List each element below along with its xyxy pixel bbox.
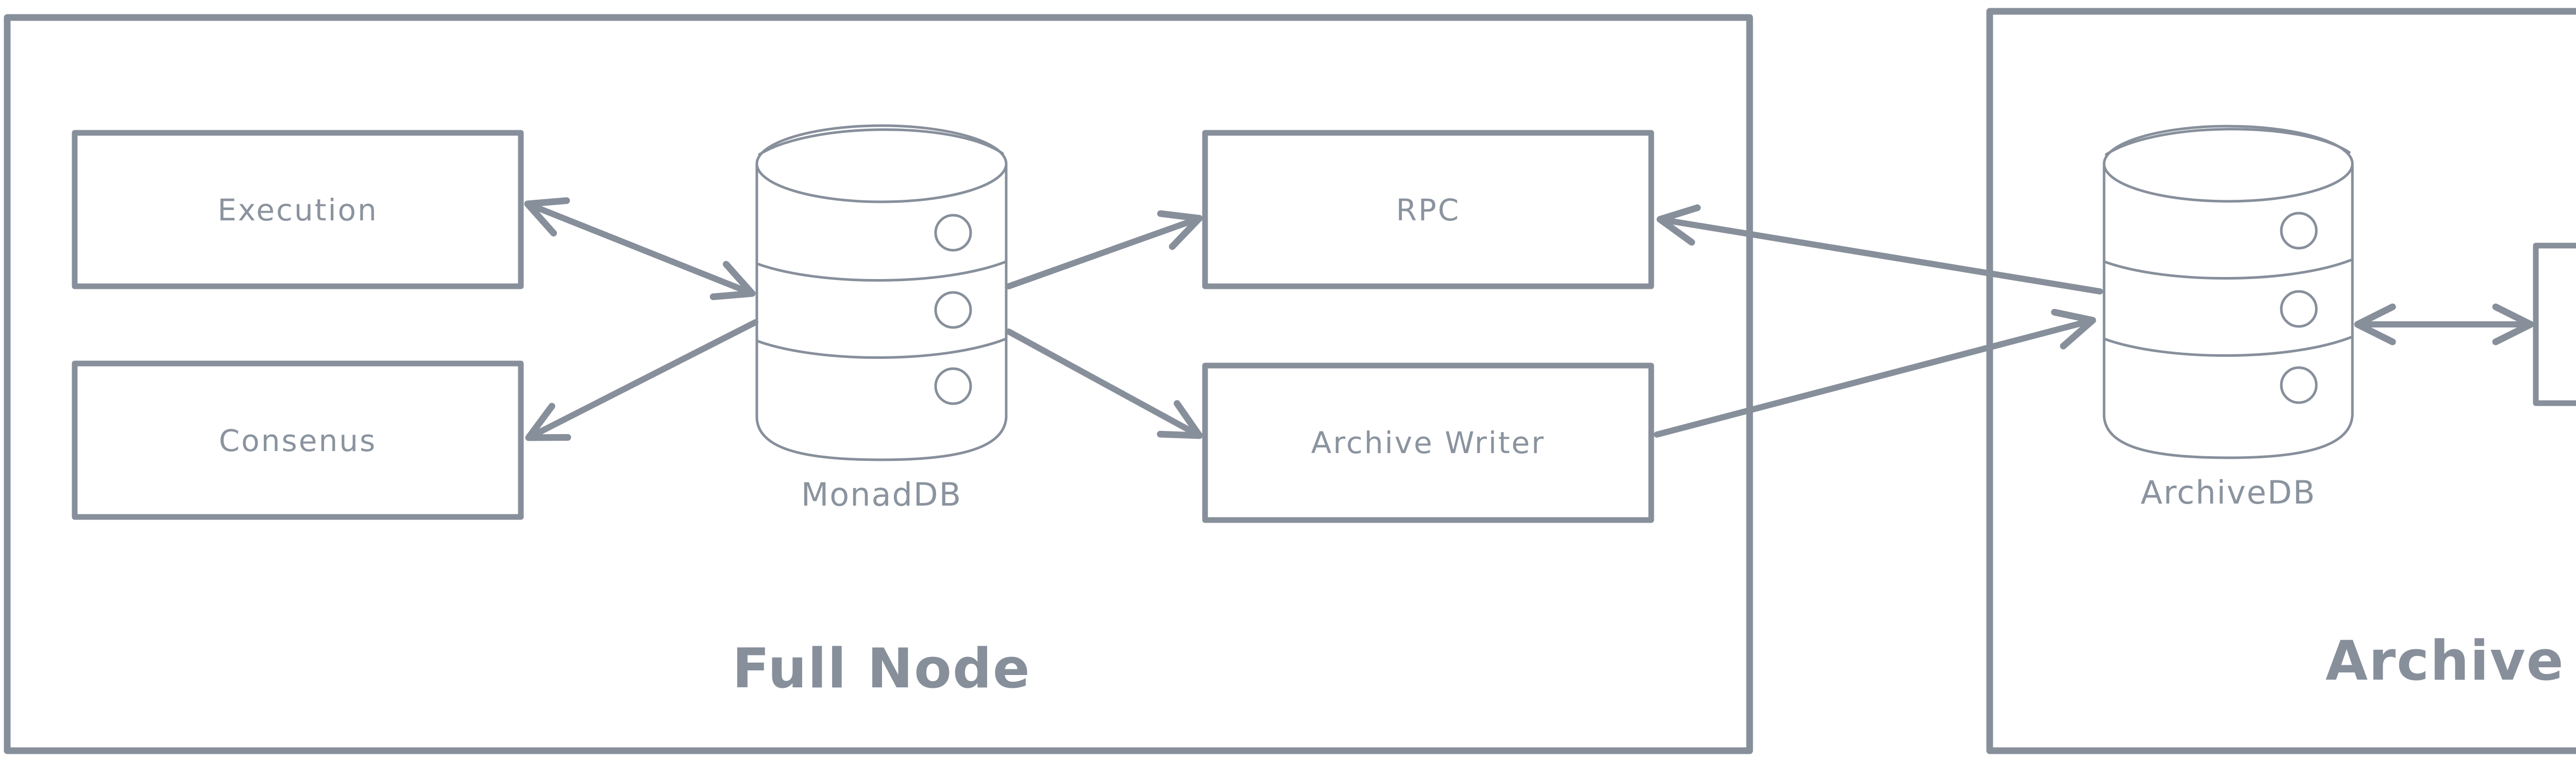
execution-label: Execution — [217, 193, 378, 228]
monaddb-bottom-arc — [755, 416, 1008, 461]
archivedb-bottom-arc — [2103, 413, 2354, 459]
arrow-execution-monaddb — [524, 197, 756, 300]
execution-box — [72, 130, 524, 289]
archive-writer-box — [1202, 362, 1654, 523]
archivedb-label: ArchiveDB — [2141, 474, 2316, 511]
archivedb-disk-dot-1 — [2280, 212, 2318, 250]
archivedb-disk-dot-3 — [2280, 366, 2318, 404]
full-node-title: Full Node — [732, 637, 1030, 700]
monaddb-divider-1 — [755, 260, 1008, 282]
archive-server-group: ArchiveDB Indexer Archive Server — [1986, 8, 2576, 754]
arrow-monaddb-archive-writer — [1006, 328, 1203, 439]
archive-server-container — [1986, 8, 2576, 754]
archivedb-divider-1 — [2103, 258, 2354, 280]
consensus-label: Consenus — [219, 423, 377, 458]
archivedb-disk-dot-2 — [2280, 290, 2318, 328]
monaddb-top-sketch-arc — [758, 128, 1004, 156]
rpc-label: RPC — [1396, 193, 1461, 228]
monaddb-disk-dot-1 — [934, 214, 972, 252]
consensus-box — [72, 360, 524, 520]
monaddb-divider-2 — [755, 337, 1008, 359]
monaddb-database-icon — [755, 124, 1008, 461]
monaddb-top-ellipse — [755, 124, 1008, 203]
full-node-container — [4, 14, 1753, 754]
indexer-box — [2533, 243, 2576, 406]
arrow-archivedb-rpc — [1656, 204, 2103, 295]
arrow-archive-writer-archivedb — [1654, 308, 2096, 438]
arrow-monaddb-rpc — [1006, 210, 1203, 289]
monaddb-disk-dot-3 — [934, 367, 972, 405]
monaddb-label: MonadDB — [801, 476, 962, 513]
archive-writer-label: Archive Writer — [1311, 425, 1545, 460]
archivedb-database-icon — [2103, 125, 2354, 459]
monaddb-disk-dot-2 — [934, 291, 972, 329]
archive-server-title: Archive Server — [2326, 629, 2576, 693]
archivedb-divider-2 — [2103, 335, 2354, 357]
full-node-group: Execution Consenus RPC Archive Writer — [4, 14, 1753, 754]
archivedb-top-sketch-arc — [2105, 128, 2351, 156]
rpc-box — [1202, 130, 1654, 289]
arrow-monaddb-consensus — [525, 319, 758, 441]
